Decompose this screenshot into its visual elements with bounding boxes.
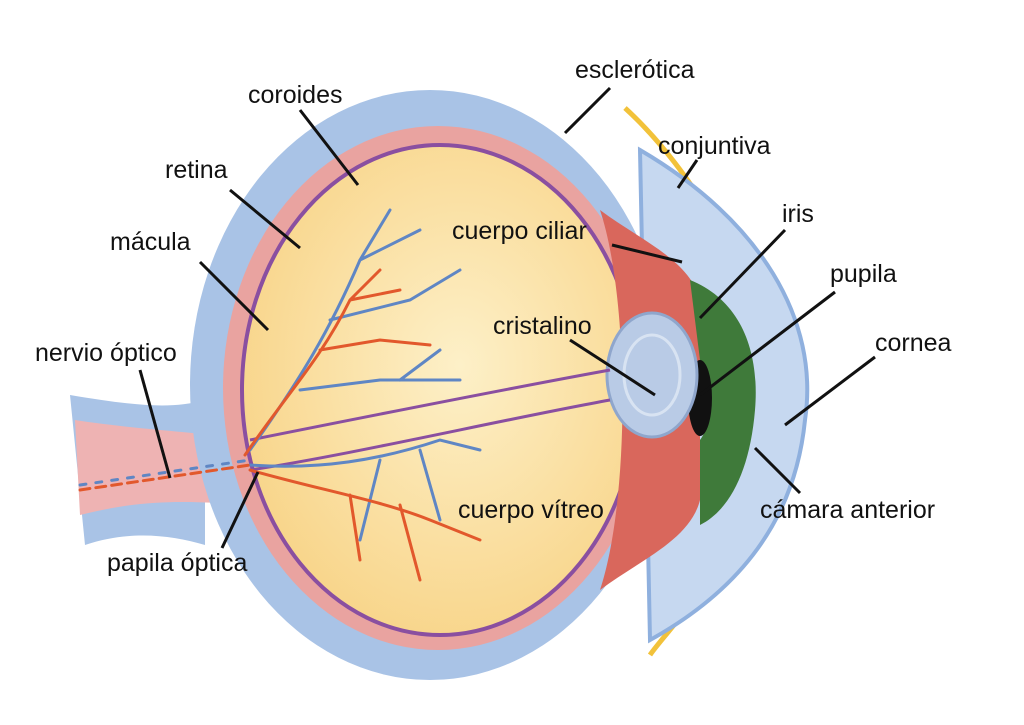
label-coroides: coroides <box>248 81 343 109</box>
label-camara-anterior: cámara anterior <box>760 496 936 524</box>
label-nervio-optico: nervio óptico <box>35 339 177 367</box>
lens <box>605 311 699 439</box>
label-cornea: cornea <box>875 329 952 357</box>
label-macula: mácula <box>110 228 191 256</box>
label-cuerpo-ciliar: cuerpo ciliar <box>452 217 587 245</box>
leader-lines <box>138 86 876 549</box>
label-conjuntiva: conjuntiva <box>658 132 771 160</box>
retinal-vessels <box>78 208 482 582</box>
label-cristalino: cristalino <box>493 312 592 340</box>
label-esclerotica: esclerótica <box>575 56 695 84</box>
label-retina: retina <box>165 156 228 184</box>
label-pupila: pupila <box>830 260 897 288</box>
label-iris: iris <box>782 200 814 228</box>
label-cuerpo-vitreo: cuerpo vítreo <box>458 496 604 524</box>
hyaloid-canal <box>249 368 611 472</box>
label-papila-optica: papila óptica <box>107 549 248 577</box>
iris <box>690 280 756 525</box>
